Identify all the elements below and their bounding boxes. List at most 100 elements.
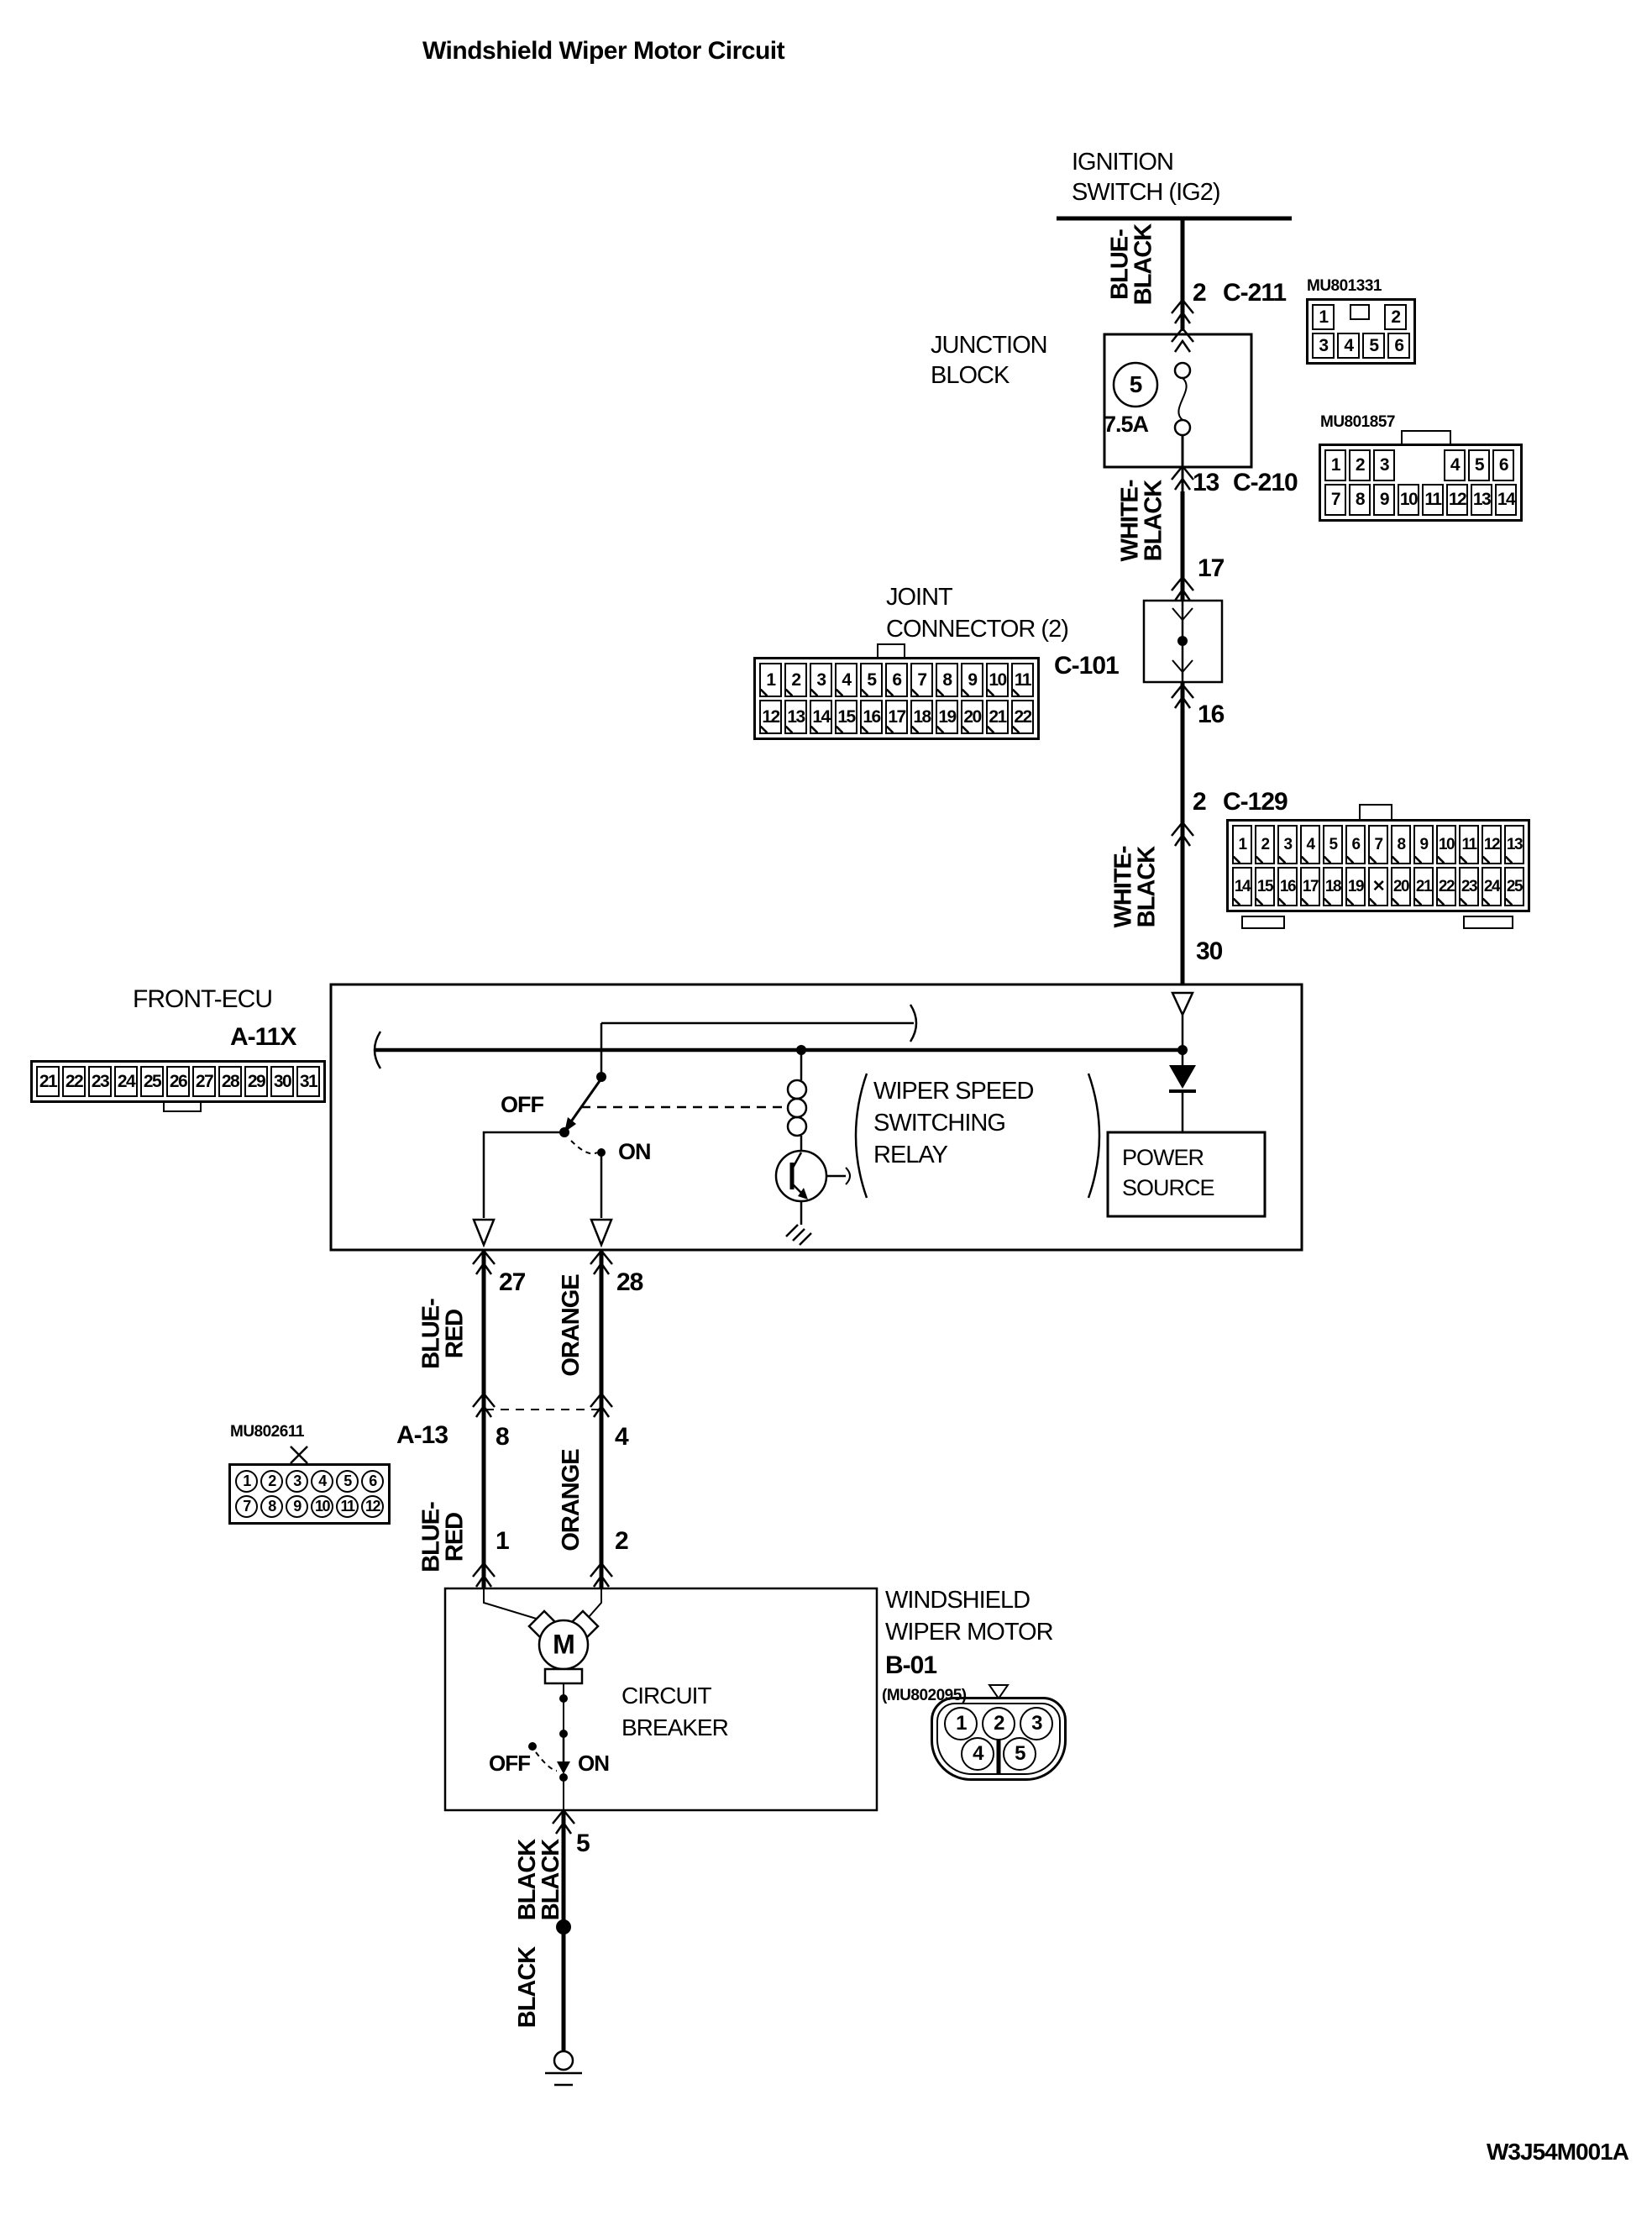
pin-cell: 12: [1446, 484, 1468, 516]
pin-cell: 4: [1337, 333, 1360, 359]
circuit-breaker-label-1: CIRCUIT: [621, 1683, 712, 1709]
pin-cell: 2: [260, 1470, 283, 1493]
power-source-label-1: POWER: [1122, 1145, 1204, 1170]
pin-cell: 9: [286, 1495, 308, 1518]
pin-number-30: 30: [1196, 937, 1223, 965]
pin-cell: 8: [260, 1495, 283, 1518]
pin-cell: 31: [296, 1066, 320, 1097]
ignition-switch-label-2: SWITCH (IG2): [1072, 179, 1220, 206]
joint-connector-graphic: [1142, 599, 1224, 684]
pin-cell: 19: [936, 700, 958, 734]
pin-cell: 2: [784, 663, 807, 697]
pin-cell: 20: [1391, 867, 1411, 906]
pin-cell: 11: [1011, 663, 1034, 697]
pin-cell: [1349, 304, 1370, 320]
pin-cell: 3: [286, 1470, 308, 1493]
pin-cell: 4: [1300, 825, 1320, 864]
pin-number-c129: 2: [1193, 788, 1207, 816]
relay-switch-graphic: [472, 1072, 784, 1248]
pin-cell: 23: [1459, 867, 1479, 906]
front-ecu-label: FRONT-ECU: [133, 985, 273, 1013]
part-code-mu802611: MU802611: [230, 1423, 304, 1441]
pin-cell: 8: [1349, 484, 1371, 516]
c129-top-tab: [1359, 804, 1392, 821]
fuse-number: 5: [1129, 371, 1143, 397]
relay-name-1: WIPER SPEED: [873, 1078, 1034, 1105]
pin-cell: 21: [36, 1066, 60, 1097]
pin-cell: 3: [1020, 1707, 1053, 1740]
joint-connector-label-1: JOINT: [886, 584, 953, 611]
pin-number-8: 8: [496, 1423, 510, 1451]
pin-cell: ✕: [1368, 867, 1388, 906]
pin-cell: 12: [361, 1495, 384, 1518]
pin-number-c210: 13: [1193, 469, 1219, 496]
transistor-graphic: [774, 1149, 851, 1225]
motor-symbol-letter: M: [553, 1629, 575, 1660]
pin-cell: 25: [140, 1066, 164, 1097]
pin-cell: 18: [1323, 867, 1343, 906]
doc-code: W3J54M001A: [1487, 2139, 1629, 2165]
pin-cell: 1: [1232, 825, 1252, 864]
pin-cell: 13: [1504, 825, 1524, 864]
pin-cell: 2: [982, 1707, 1015, 1740]
connector-id-b01: B-01: [885, 1651, 937, 1679]
pin-cell: 9: [1413, 825, 1434, 864]
pin-cell: 22: [62, 1066, 86, 1097]
pin-cell: 30: [270, 1066, 294, 1097]
pin-cell: 4: [311, 1470, 333, 1493]
pin-cell: 16: [860, 700, 883, 734]
pin-cell: 5: [336, 1470, 359, 1493]
pin-cell: 13: [1471, 484, 1492, 516]
pin-cell: 6: [1492, 449, 1514, 481]
circuit-breaker-switch: [528, 1730, 570, 1810]
pin-cell: 13: [784, 700, 807, 734]
pin-cell: 4: [835, 663, 857, 697]
pin-cell: 2: [1384, 304, 1407, 330]
ignition-switch-label-1: IGNITION: [1072, 149, 1174, 176]
diode-graphic: [1169, 1065, 1196, 1132]
c129-right-foot: [1463, 916, 1513, 929]
pin-cell: 9: [961, 663, 983, 697]
pin-cell: 1: [1324, 449, 1346, 481]
pin-cell: 3: [1312, 333, 1335, 359]
pin-cell: 29: [244, 1066, 268, 1097]
internal-ground-icon: [785, 1224, 812, 1246]
power-source-label-2: SOURCE: [1122, 1175, 1215, 1200]
pin-cell: 16: [1277, 867, 1298, 906]
pin-cell: 10: [986, 663, 1009, 697]
pin-cell: 1: [1312, 304, 1335, 330]
wiper-motor-label-1: WINDSHIELD: [885, 1587, 1031, 1614]
pin-cell: 6: [1345, 825, 1366, 864]
pin-number-4: 4: [615, 1423, 629, 1451]
junction-block-label-1: JUNCTION: [931, 332, 1048, 359]
connector-id-c129: C-129: [1223, 788, 1288, 816]
pin-cell: 17: [885, 700, 908, 734]
page-title: Windshield Wiper Motor Circuit: [422, 37, 785, 65]
pin-cell: 3: [1277, 825, 1298, 864]
pin-number-c211: 2: [1193, 279, 1207, 307]
connector-junction-marks: [471, 298, 1195, 1835]
pin-cell: 5: [1323, 825, 1343, 864]
pin-cell: 5: [1468, 449, 1490, 481]
pin-cell: 28: [218, 1066, 242, 1097]
pin-cell: 9: [1373, 484, 1395, 516]
pin-cell: 6: [1387, 333, 1410, 359]
pin-cell: 15: [835, 700, 857, 734]
pin-cell: 19: [1345, 867, 1366, 906]
pin-cell: 1: [235, 1470, 258, 1493]
fuse-rating: 7.5A: [1104, 412, 1149, 437]
pin-cell: 3: [810, 663, 832, 697]
pin-cell: 20: [961, 700, 983, 734]
pin-cell: 24: [1482, 867, 1502, 906]
pin-cell: 6: [361, 1470, 384, 1493]
pin-cell: 4: [1444, 449, 1466, 481]
pin-cell: 23: [88, 1066, 112, 1097]
pin-cell: 18: [910, 700, 933, 734]
pin-cell: 22: [1011, 700, 1034, 734]
pin-cell: 7: [1324, 484, 1346, 516]
